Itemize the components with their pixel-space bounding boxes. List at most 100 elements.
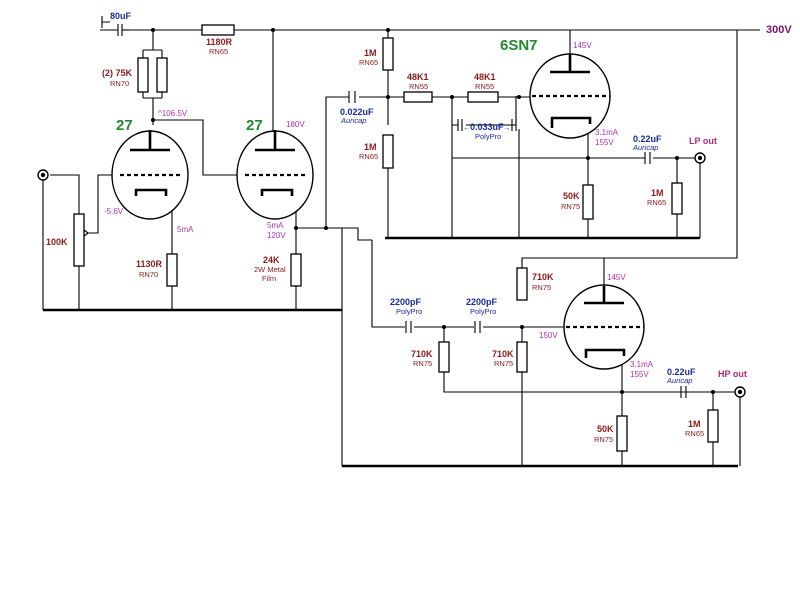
- tube-v3a: [529, 53, 611, 139]
- r-div-top-part: RN65: [359, 58, 378, 67]
- tube-v1: [111, 130, 189, 220]
- c-filter-value: 80uF: [110, 11, 132, 21]
- r-load1-part: RN70: [110, 79, 129, 88]
- capacitor-022uf-hp: [680, 386, 687, 398]
- c-2200-b-value: 2200pF: [466, 297, 498, 307]
- v3a-plate-voltage: 145V: [573, 41, 592, 50]
- r-dropper-part: RN65: [209, 47, 228, 56]
- potentiometer-100k: [73, 213, 85, 267]
- pot-wiper-arrow: [83, 229, 89, 237]
- c-couple1-part: Auricap: [340, 116, 366, 125]
- r-cath1-value: 1130R: [136, 259, 163, 269]
- r-out-lp-value: 1M: [651, 188, 664, 198]
- r-cath2-part: 2W Metal: [254, 265, 286, 274]
- capacitor-2200pf-a: [405, 321, 412, 333]
- r-cath-hp-part: RN75: [594, 435, 613, 444]
- c-couple1-value: 0.022uF: [340, 107, 374, 117]
- v3b-current: 3.1mA: [630, 360, 654, 369]
- c-2200-a-value: 2200pF: [390, 297, 422, 307]
- r-710-top-part: RN75: [532, 283, 551, 292]
- v1-grid-voltage: -5.6V: [104, 207, 124, 216]
- v3a-current: 3.1mA: [595, 128, 619, 137]
- r-cath-hp-value: 50K: [597, 424, 614, 434]
- resistor-1180r: [201, 24, 235, 36]
- capacitors: [101, 16, 687, 398]
- resistor-1m-lp: [671, 182, 683, 215]
- jack-lp-out[interactable]: [694, 152, 706, 238]
- r-cath1-part: RN70: [139, 270, 158, 279]
- svg-text:→: →: [503, 123, 511, 132]
- svg-text:PolyPro: PolyPro: [475, 132, 501, 141]
- r-out-lp-part: RN65: [647, 198, 666, 207]
- hp-out-label: HP out: [718, 369, 747, 379]
- resistor-1m-bottom: [382, 134, 394, 169]
- resistor-50k-hp: [616, 415, 628, 452]
- resistor-1m-top: [382, 37, 394, 71]
- resistor-1130r: [166, 253, 178, 287]
- c-out-lp-value: 0.22uF: [633, 134, 662, 144]
- rail-label: 300V: [766, 24, 792, 36]
- jack-input[interactable]: [37, 169, 49, 181]
- r-dropper-value: 1180R: [206, 37, 233, 47]
- jack-hp-out[interactable]: [734, 386, 746, 466]
- resistors: [73, 24, 719, 452]
- v1-plate-voltage: ^106.5V: [158, 109, 188, 118]
- resistor-75k-b: [156, 57, 168, 93]
- tube-v3b: [563, 284, 645, 370]
- v3b-plate-voltage: 145V: [607, 273, 626, 282]
- resistor-1m-hp: [707, 409, 719, 443]
- v3b-cathode-voltage: 155V: [630, 370, 649, 379]
- r-cath2-part2: Film: [262, 274, 276, 283]
- r-710-b-part: RN75: [494, 359, 513, 368]
- capacitor-2200pf-b: [474, 321, 481, 333]
- resistor-710k-b: [516, 341, 528, 373]
- tube-v3-label: 6SN7: [500, 37, 538, 54]
- resistor-710k-a: [438, 341, 450, 373]
- r-710-b-value: 710K: [492, 349, 514, 359]
- capacitor-0033uf: [457, 119, 517, 131]
- resistor-50k-lp: [582, 184, 594, 220]
- resistor-48k-a: [403, 91, 433, 103]
- tube-v2-label: 27: [246, 117, 263, 134]
- c-2200-a-part: PolyPro: [396, 307, 422, 316]
- v3b-grid-voltage: 150V: [539, 331, 558, 340]
- r-div-bot-value: 1M: [364, 142, 377, 152]
- r-out-hp-value: 1M: [688, 419, 701, 429]
- c-out-lp-part: Auricap: [632, 143, 658, 152]
- wires: [42, 21, 760, 468]
- r-cath-lp-part: RN75: [561, 202, 580, 211]
- c-out-hp-part: Auricap: [666, 376, 692, 385]
- junction-dots: [151, 28, 715, 394]
- resistor-48k-b: [467, 91, 499, 103]
- r-div-top-value: 1M: [364, 48, 377, 58]
- resistor-24k: [290, 253, 302, 287]
- r-710-a-value: 710K: [411, 349, 433, 359]
- r-load1-value: (2) 75K: [102, 68, 133, 78]
- capacitor-80uf: [101, 16, 130, 36]
- v2-current: 5mA: [267, 221, 284, 230]
- r-div-bot-part: RN65: [359, 152, 378, 161]
- v3a-cathode-voltage: 155V: [595, 138, 614, 147]
- v2-plate-voltage: 180V: [286, 120, 305, 129]
- r-48k-a-part: RN55: [409, 82, 428, 91]
- svg-text:←: ←: [463, 123, 471, 132]
- resistor-75k-a: [137, 57, 149, 93]
- v1-current: 5mA: [177, 225, 194, 234]
- r-48k-b-part: RN55: [475, 82, 494, 91]
- svg-text:0.033uF: 0.033uF: [470, 122, 504, 132]
- capacitor-0022uf: [348, 91, 356, 103]
- capacitor-022uf-lp: [644, 152, 651, 164]
- lp-out-label: LP out: [689, 136, 717, 146]
- c-2200-b-part: PolyPro: [470, 307, 496, 316]
- r-out-hp-part: RN65: [685, 429, 704, 438]
- v2-cathode-voltage: 120V: [267, 231, 286, 240]
- r-48k-b-value: 48K1: [474, 72, 496, 82]
- c-out-hp-value: 0.22uF: [667, 367, 696, 377]
- c-riaa1-label: ← 0.033uF → PolyPro: [463, 122, 511, 141]
- r-710-top-value: 710K: [532, 272, 554, 282]
- tube-v1-label: 27: [116, 117, 133, 134]
- r-710-a-part: RN75: [413, 359, 432, 368]
- r-cath2-value: 24K: [263, 255, 280, 265]
- resistor-710k-top: [516, 267, 528, 301]
